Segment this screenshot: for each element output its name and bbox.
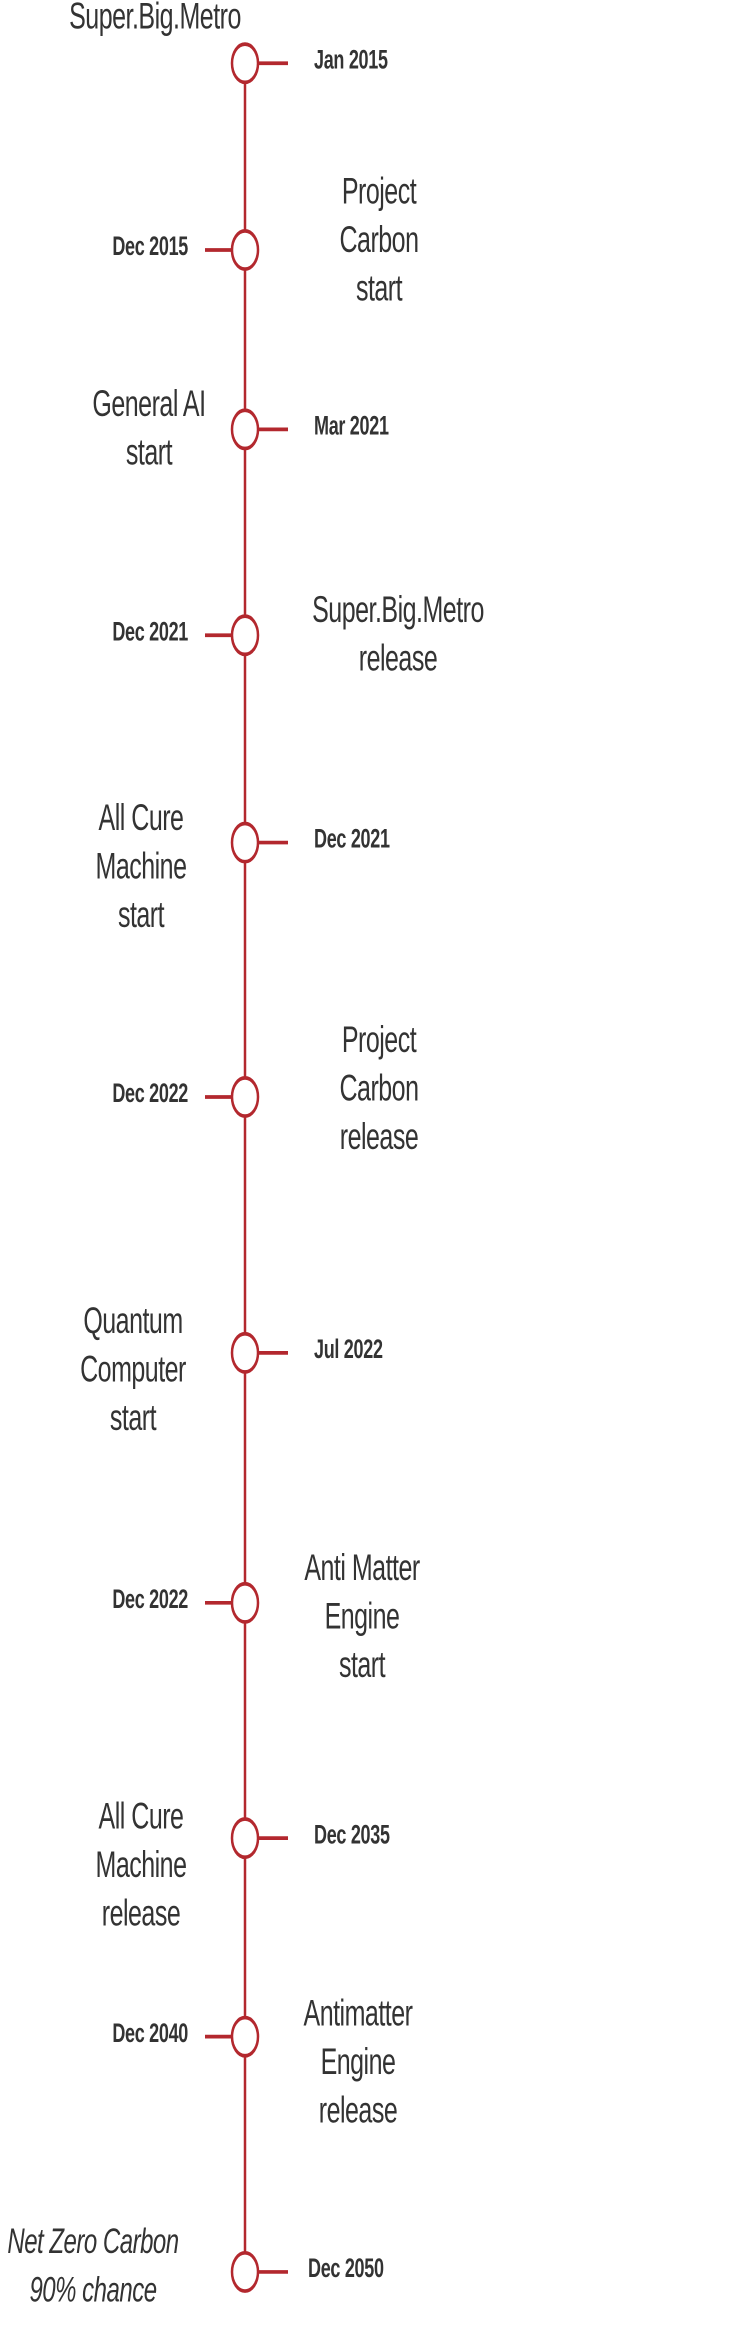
milestone-marker <box>230 2015 260 2058</box>
milestone-label: Net Zero Carbon 90% chance <box>7 2221 179 2311</box>
milestone-marker <box>230 2250 260 2293</box>
milestone-date: Dec 2035 <box>314 1819 390 1850</box>
milestone-label: Super.Big.Metro release <box>312 589 484 680</box>
milestone-date: Dec 2021 <box>112 616 188 647</box>
milestone-label: All Cure Machine release <box>95 1796 188 1935</box>
milestone-marker <box>230 229 260 271</box>
milestone-date: Mar 2021 <box>314 411 389 441</box>
milestone-marker <box>230 42 260 85</box>
milestone-marker <box>230 821 260 864</box>
milestone-label: Antimatter Engine release <box>303 1993 413 2132</box>
milestone-label: All Cure Machine start <box>95 797 188 936</box>
timeline-graphic <box>205 42 288 2293</box>
milestone-marker <box>230 1076 260 1118</box>
milestone-label: Quantum Computer start <box>80 1300 186 1439</box>
milestone-marker <box>230 1331 260 1374</box>
milestone-date: Dec 2015 <box>112 231 188 262</box>
milestone-label: General AI start <box>92 383 206 474</box>
milestone-marker <box>230 408 260 451</box>
milestone-marker <box>230 1581 260 1624</box>
milestone-date: Dec 2050 <box>308 2253 384 2283</box>
milestone-date: Dec 2022 <box>112 1584 188 1614</box>
milestone-label: Anti Matter Engine start <box>304 1547 420 1686</box>
milestone-date: Jul 2022 <box>314 1334 383 1364</box>
milestone-label: Project Carbon start <box>339 171 420 310</box>
milestone-date: Dec 2021 <box>314 824 390 854</box>
milestone-date: Jan 2015 <box>314 44 388 75</box>
milestone-date: Dec 2040 <box>112 2018 188 2048</box>
milestone-label: Project Carbon release <box>339 1019 420 1159</box>
milestone-label: Super.Big.Metro <box>69 0 241 38</box>
milestone-date: Dec 2022 <box>112 1078 188 1109</box>
milestone-marker <box>230 614 260 657</box>
milestone-marker <box>230 1817 260 1860</box>
